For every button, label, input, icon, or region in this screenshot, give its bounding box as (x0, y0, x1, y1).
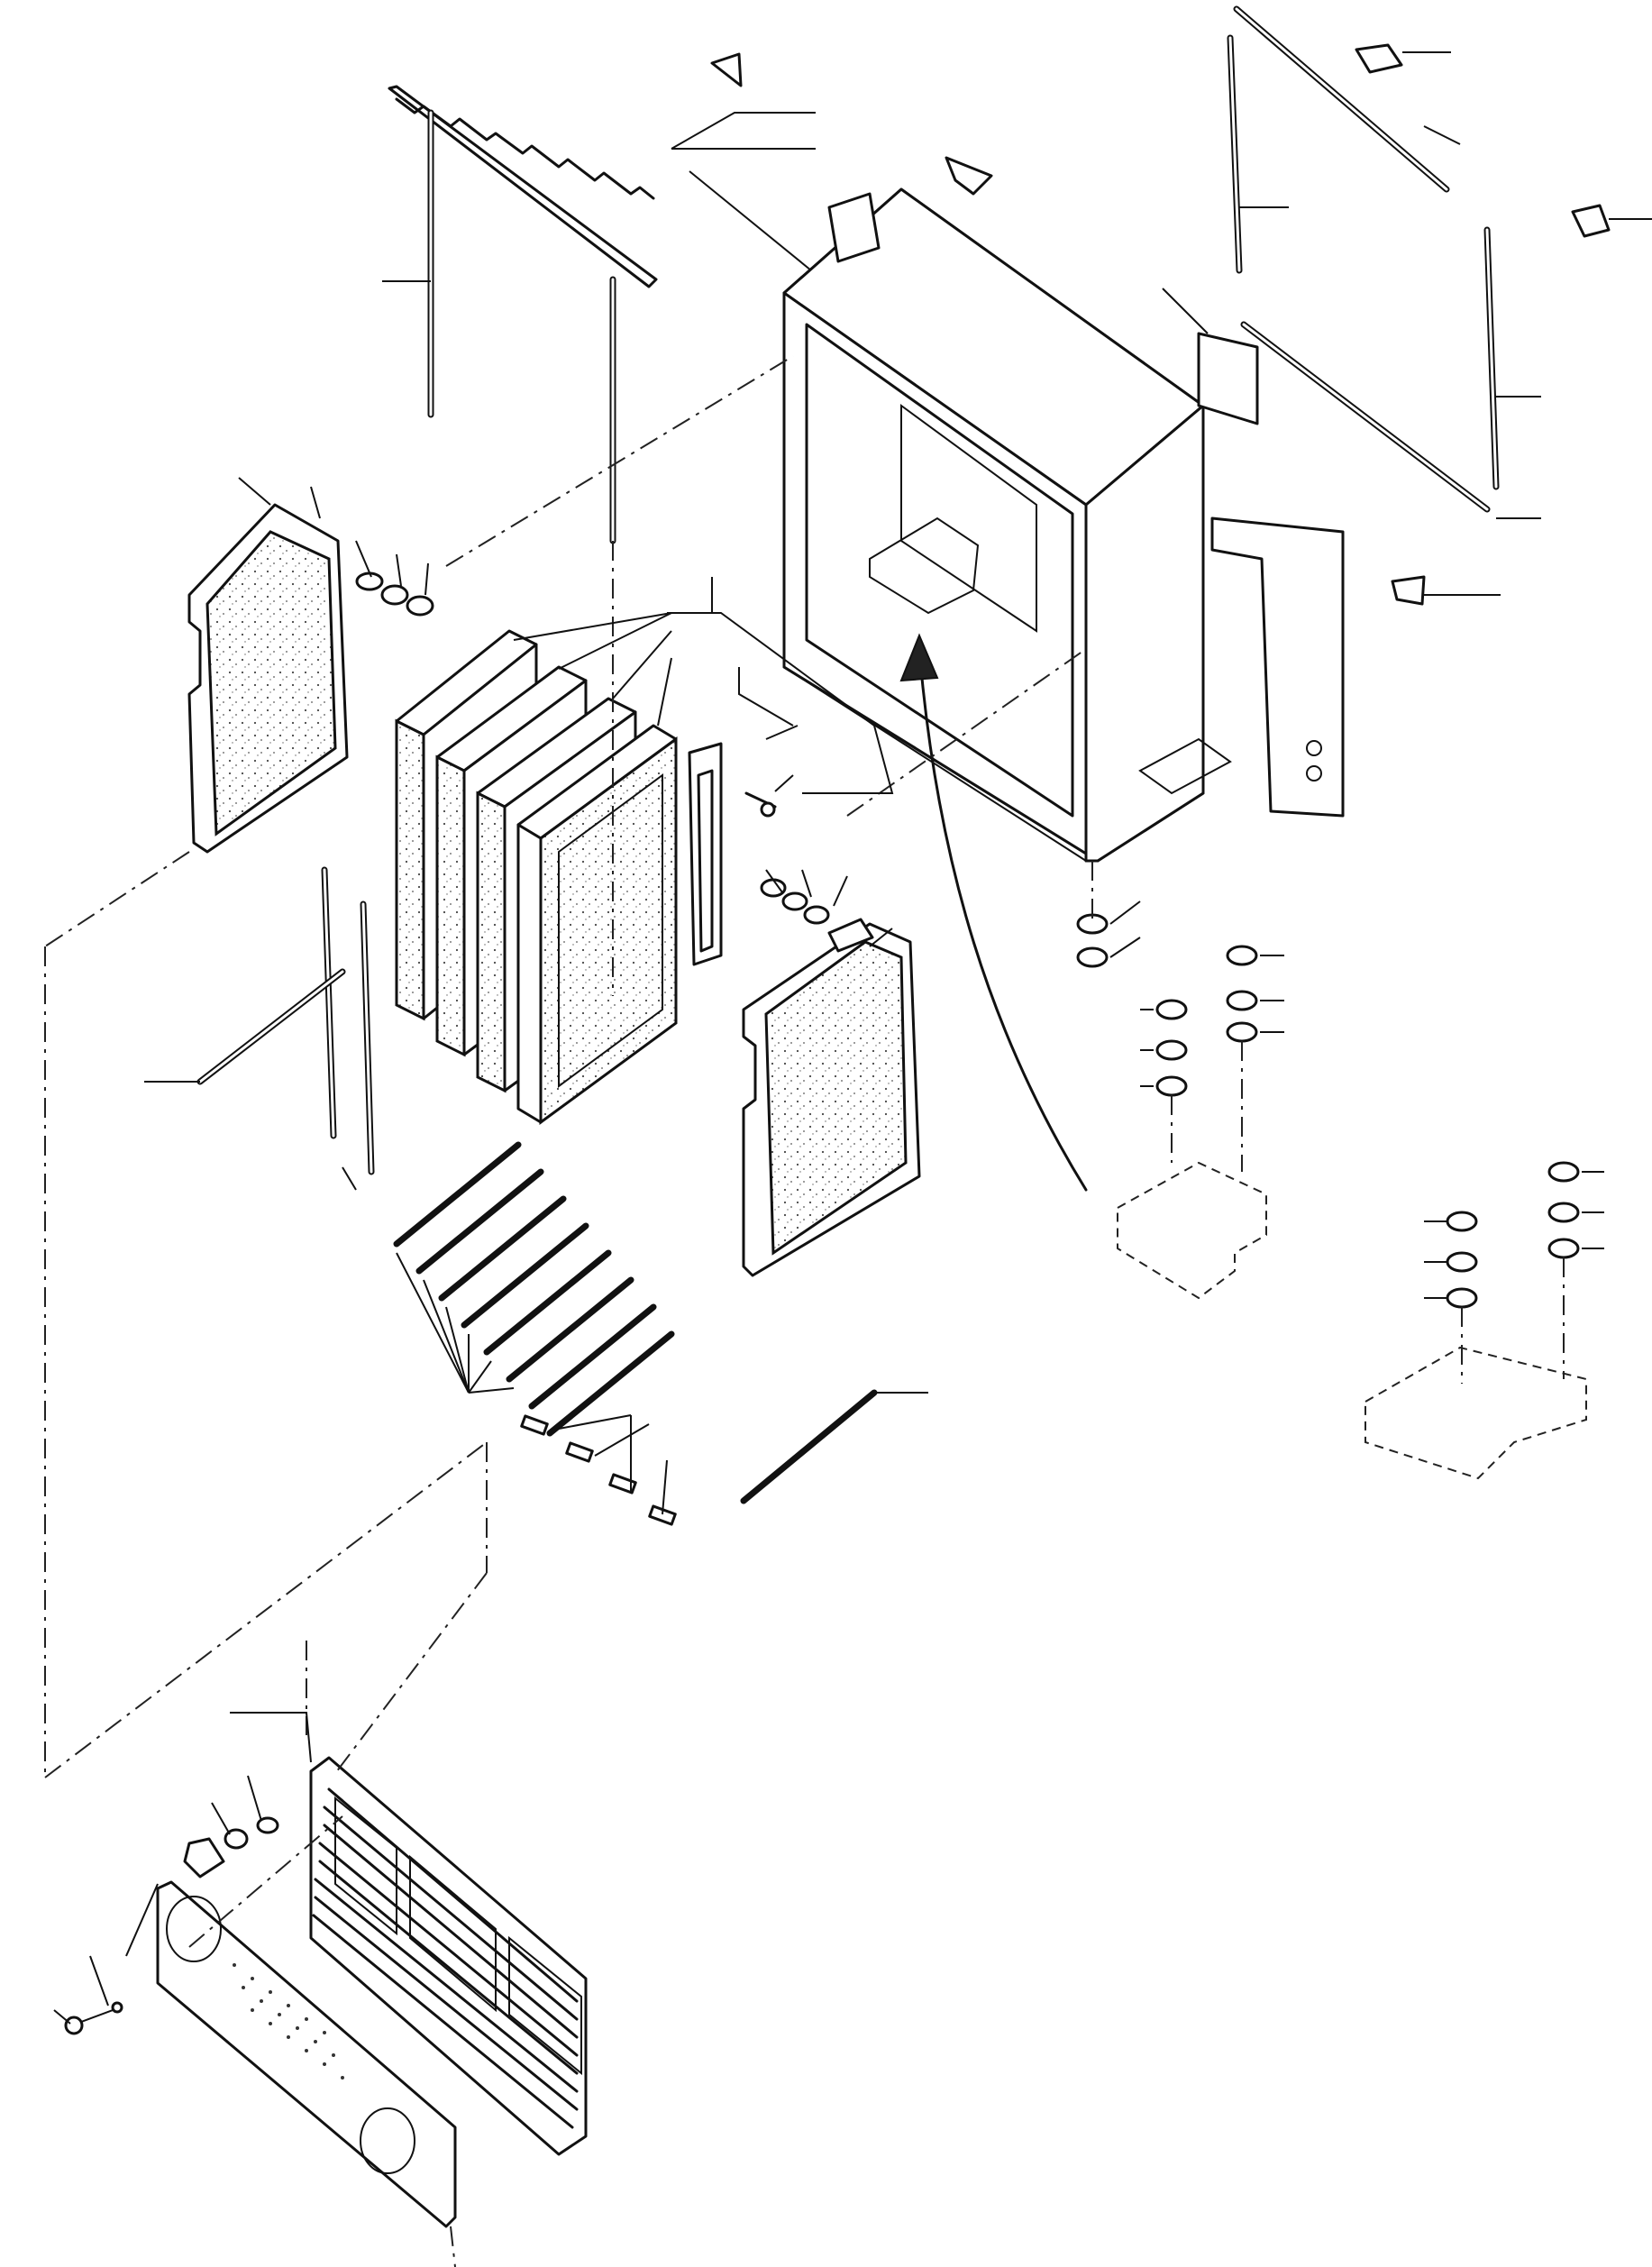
grille-fasteners (53, 1816, 279, 2035)
washer-set-center (760, 878, 874, 953)
vertical-strips (144, 866, 375, 1175)
vent-dot-grid (233, 1963, 344, 2080)
radiator-housing (782, 156, 1345, 863)
center-bracket (688, 742, 777, 966)
right-side-screen (742, 922, 921, 1277)
callout-leader-lines (211, 112, 894, 1835)
core-panel-stack (395, 629, 678, 1125)
top-bar-bracket (382, 85, 658, 544)
left-side-screen (187, 503, 349, 854)
assembly-direction-arrow (899, 633, 1088, 1192)
core-panel-4 (516, 724, 678, 1125)
upper-frame-strips (710, 5, 1652, 606)
front-panel-plate (156, 1880, 457, 2228)
washer-set-left (355, 571, 434, 617)
louvre-slats (393, 1141, 928, 1526)
centerline-guides (44, 355, 1565, 2267)
mount-hardware-center (1076, 900, 1284, 1300)
mount-hardware-right (1364, 1161, 1604, 1480)
front-grille (309, 1756, 588, 2156)
